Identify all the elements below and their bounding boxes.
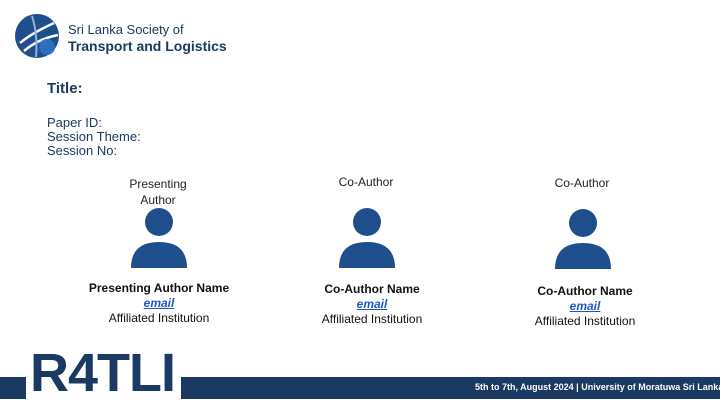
- author-institution: Affiliated Institution: [321, 312, 423, 326]
- role-line1: Presenting: [129, 177, 187, 191]
- author-email-link[interactable]: email: [356, 297, 388, 311]
- author-institution: Affiliated Institution: [534, 314, 636, 328]
- title-label: Title:: [47, 80, 83, 97]
- author-email-link[interactable]: email: [569, 299, 601, 313]
- co-author-role: Co-Author: [338, 175, 394, 189]
- person-icon: [555, 209, 611, 269]
- session-theme-label: Session Theme:: [47, 129, 141, 144]
- footer-event-details: 5th to 7th, August 2024 | University of …: [475, 382, 720, 392]
- role-line2: Author: [140, 193, 176, 207]
- presenting-author-role: Presenting Author: [98, 176, 218, 208]
- paper-id-label: Paper ID:: [47, 115, 102, 130]
- author-institution: Affiliated Institution: [108, 311, 210, 325]
- co-author-card: Co-Author Name email Affiliated Institut…: [282, 282, 462, 327]
- co-author-card: Co-Author Name email Affiliated Institut…: [495, 284, 675, 329]
- presenting-author-card: Presenting Author Name email Affiliated …: [69, 281, 249, 326]
- author-name: Presenting Author Name: [88, 281, 230, 295]
- co-author-role: Co-Author: [554, 176, 610, 190]
- org-name-line1: Sri Lanka Society of: [68, 22, 184, 37]
- person-icon: [131, 208, 187, 268]
- author-name: Co-Author Name: [324, 282, 420, 296]
- org-name-line2: Transport and Logistics: [68, 38, 227, 54]
- author-name: Co-Author Name: [537, 284, 633, 298]
- person-icon: [339, 208, 395, 268]
- author-email-link[interactable]: email: [143, 296, 175, 310]
- r4tli-brand: R4TLI: [26, 343, 182, 403]
- session-no-label: Session No:: [47, 143, 118, 158]
- globe-logo-icon: [15, 14, 59, 58]
